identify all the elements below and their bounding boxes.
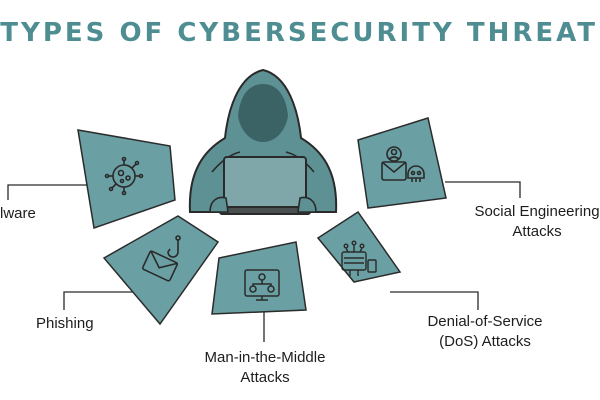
threat-label-line: Social Engineering — [474, 203, 600, 220]
email-skull-icon — [381, 146, 425, 182]
virus-bug-icon — [104, 156, 144, 196]
threat-label-phishing: Phishing — [36, 314, 94, 334]
threat-label-line: Phishing — [36, 315, 94, 332]
panel-dos — [316, 210, 402, 283]
panel-social-engineering — [357, 117, 447, 209]
connector-phishing — [63, 291, 140, 310]
threat-label-line: Man-in-the-Middle — [204, 349, 326, 366]
threat-label-line: (DoS) Attacks — [439, 333, 531, 350]
threat-label-line: Denial-of-Service — [427, 313, 543, 330]
connector-social-engineering — [445, 181, 521, 198]
phishing-hook-email-icon — [142, 235, 181, 282]
threat-label-dos: Denial-of-Service (DoS) Attacks — [410, 312, 560, 352]
threat-label-line: Attacks — [240, 369, 290, 386]
hooded-hacker-laptop-icon — [188, 68, 338, 215]
connector-dos — [390, 291, 479, 310]
server-attack-icon — [341, 240, 377, 276]
threat-label-social-engineering: Social Engineering Attacks — [462, 202, 600, 242]
connector-malware — [7, 184, 88, 200]
threat-label-malware: lware — [0, 204, 36, 224]
threat-label-line: lware — [0, 205, 36, 222]
page-title: TYPES OF CYBERSECURITY THREATS — [0, 18, 600, 48]
threat-label-mitm: Man-in-the-Middle Attacks — [190, 348, 340, 388]
network-monitor-icon — [244, 269, 280, 301]
threat-label-line: Attacks — [512, 223, 562, 240]
panel-phishing — [102, 215, 220, 326]
